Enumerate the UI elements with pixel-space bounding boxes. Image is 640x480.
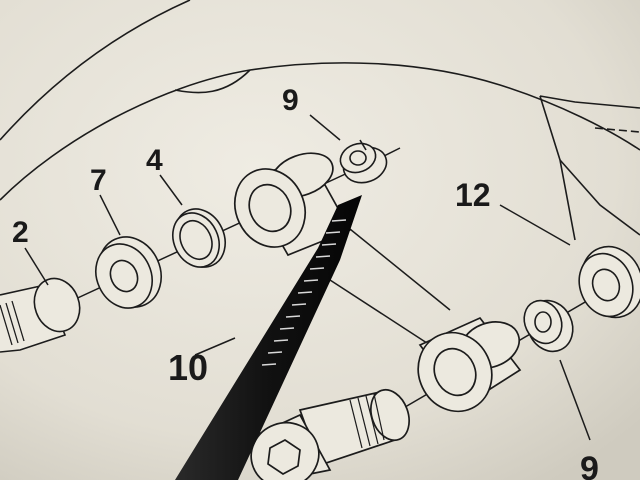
callout-9-top: 9 [282,84,299,117]
part-2-screw [0,277,81,353]
part-10-bushing [234,152,352,257]
callout-4: 4 [146,144,163,177]
shoulder-bolt [248,388,410,480]
part-9-top-collar [339,139,388,184]
callout-9-bottom: 9 [580,450,599,480]
pointing-tool [175,195,362,480]
callout-10: 10 [168,347,208,388]
callout-7: 7 [90,164,107,197]
leader-lines [24,114,591,441]
callout-2: 2 [12,216,29,249]
frame-outline [0,0,640,241]
part-12-flange [578,245,640,319]
part-9-bottom-collar [523,299,574,353]
part-4-ring [172,208,226,268]
callout-12: 12 [455,177,491,213]
part-7-washer [95,236,162,309]
lower-bushing [417,316,522,413]
